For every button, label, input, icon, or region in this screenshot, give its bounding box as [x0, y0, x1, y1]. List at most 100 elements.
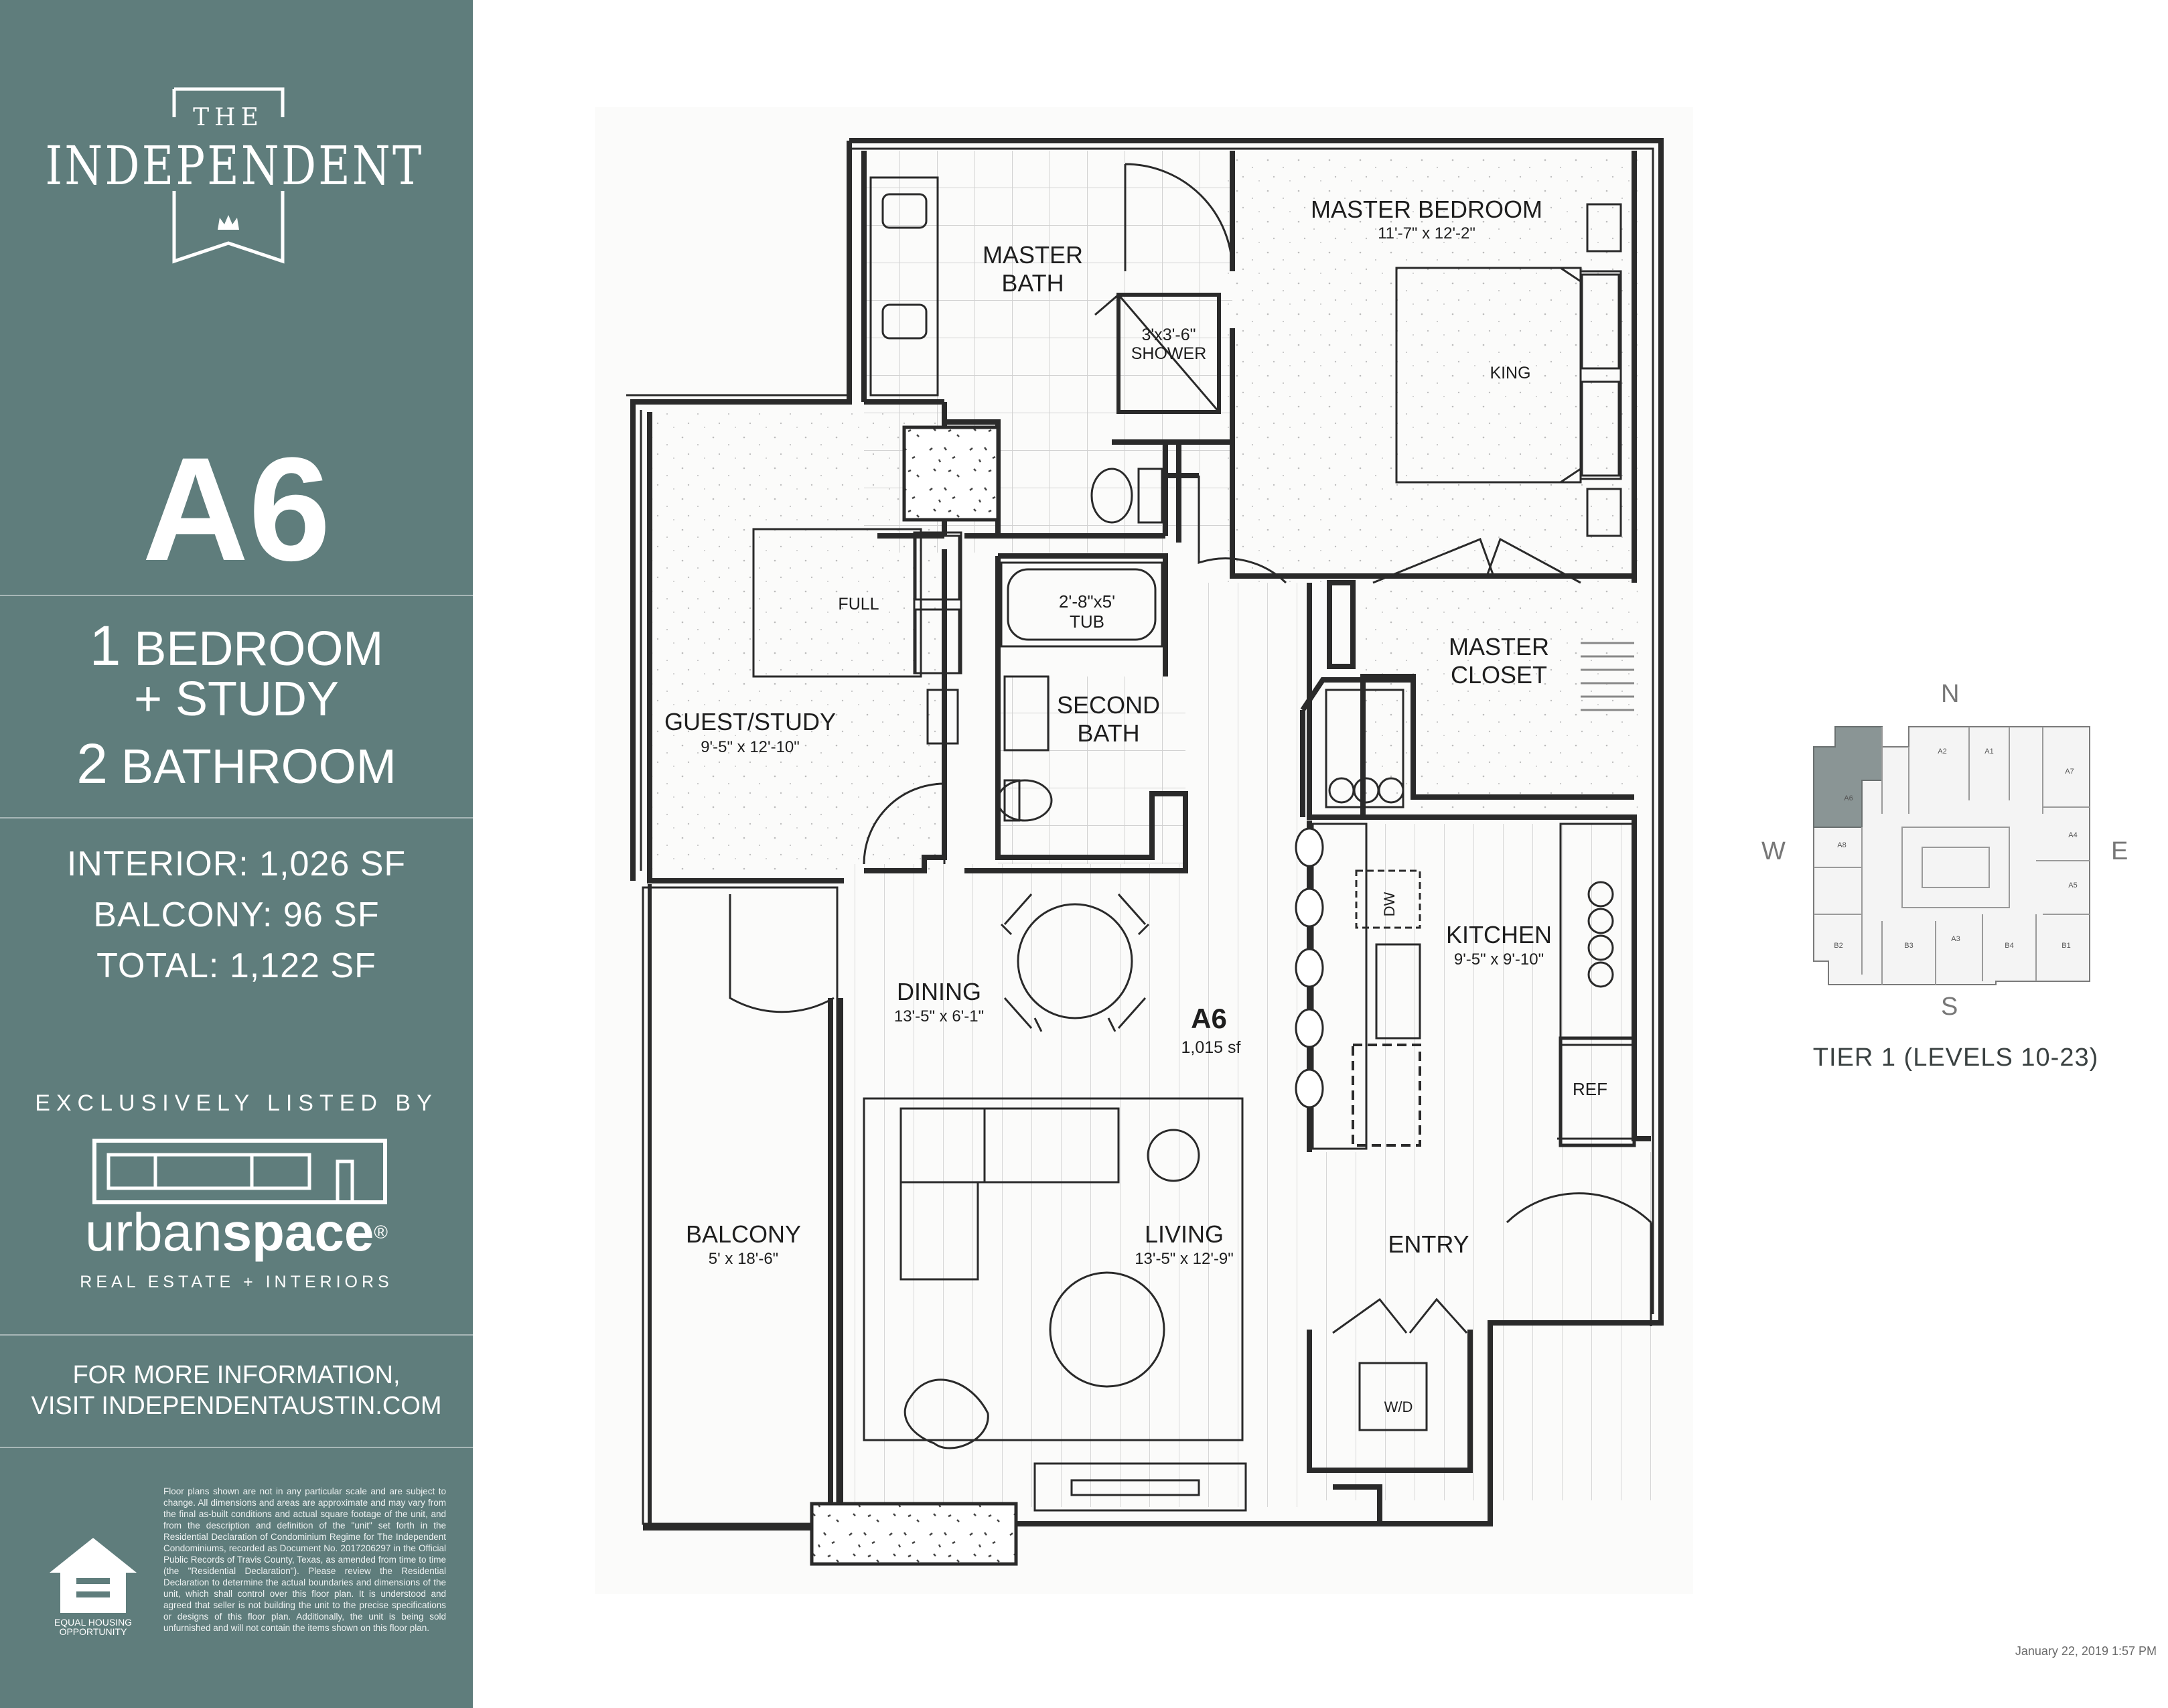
urbanspace-wordmark: urbanspace®: [84, 1202, 388, 1262]
urbanspace-tagline: REAL ESTATE + INTERIORS: [80, 1273, 393, 1291]
hall-floor: [1189, 583, 1309, 871]
master-closet-label-2: CLOSET: [1451, 661, 1547, 689]
bedroom-count: 1: [89, 614, 121, 677]
bed-full-label: FULL: [838, 595, 879, 614]
interior-area: INTERIOR: 1,026 SF: [66, 845, 407, 883]
unit-plan-label: A6: [1191, 1003, 1227, 1034]
bedroom-line: 1 BEDROOM: [0, 618, 473, 676]
svg-text:INDEPENDENT: INDEPENDENT: [46, 135, 424, 197]
the-independent-logo: THE INDEPENDENT: [46, 87, 424, 264]
total-area: TOTAL: 1,122 SF: [96, 946, 376, 985]
dishwasher-label: DW: [1381, 892, 1398, 916]
master-bath-label-1: MASTER: [983, 241, 1083, 269]
living-label: LIVING: [1145, 1220, 1224, 1248]
svg-text:THE: THE: [193, 104, 264, 131]
washer-dryer: [1358, 1362, 1428, 1431]
svg-text:B4: B4: [2005, 942, 2013, 950]
second-bath-label-1: SECOND: [1057, 691, 1160, 719]
unit-plan-sf: 1,015 sf: [1181, 1038, 1241, 1057]
doors: [729, 163, 1652, 1334]
shower-label: SHOWER: [1131, 344, 1207, 363]
equal-housing-icon: [50, 1538, 137, 1613]
unit-code: A6: [142, 427, 331, 591]
second-bath-label-2: BATH: [1077, 719, 1139, 747]
window-lines: [626, 147, 1654, 1314]
bedroom-label: BEDROOM: [134, 622, 384, 676]
eho-line1: EQUAL HOUSING: [54, 1617, 133, 1628]
tub-size: 2'-8"x5': [1059, 591, 1115, 612]
living-furniture: [863, 1097, 1247, 1512]
balcony-outline: [642, 884, 851, 1531]
svg-text:A5: A5: [2068, 881, 2077, 889]
master-bedroom-furniture: [1395, 203, 1622, 537]
eho-line2: OPPORTUNITY: [59, 1626, 127, 1637]
master-bath-label-2: BATH: [1001, 269, 1064, 297]
kitchen-dim: 9'-5" x 9'-10": [1454, 950, 1544, 969]
guest-study-dim: 9'-5" x 12'-10": [701, 738, 800, 756]
bar-stools: [1295, 827, 1324, 1109]
room-labels: MASTER BATH 3'x3'-6" SHOWER MASTER BEDRO…: [664, 196, 1607, 1415]
bath-label: BATHROOM: [121, 740, 396, 794]
crown-icon: [218, 215, 239, 230]
svg-text:A8: A8: [1837, 841, 1846, 849]
divider: [0, 817, 473, 819]
svg-text:A7: A7: [2065, 768, 2074, 776]
balcony-label: BALCONY: [686, 1220, 801, 1248]
balcony-area: BALCONY: 96 SF: [93, 896, 380, 934]
shower-size: 3'x3'-6": [1142, 326, 1196, 344]
master-bedroom-floor: [1226, 151, 1638, 583]
key-plan-unit-labels: A2 A1 A7 A4 A5 B1 A6 A8 B2 B3 B4 A3: [1834, 748, 2077, 950]
svg-text:B3: B3: [1904, 942, 1913, 950]
refrigerator-label: REF: [1573, 1079, 1607, 1099]
svg-text:A4: A4: [2068, 831, 2077, 839]
svg-text:A2: A2: [1938, 748, 1946, 756]
bath-count: 2: [76, 732, 109, 795]
dining-table: [1000, 894, 1150, 1032]
bed-king-label: KING: [1490, 364, 1530, 382]
tub-label: TUB: [1070, 612, 1104, 632]
urbanspace-logo-mark: [92, 1139, 387, 1204]
svg-text:A1: A1: [1984, 748, 1993, 756]
stone-counter: [902, 425, 1000, 522]
more-info-line1: FOR MORE INFORMATION,: [72, 1361, 401, 1389]
key-plan: A2 A1 A7 A4 A5 B1 A6 A8 B2 B3 B4 A3: [1813, 726, 2090, 985]
divider: [0, 1447, 473, 1448]
washer-dryer-label: W/D: [1384, 1399, 1413, 1415]
tier-label: TIER 1 (LEVELS 10-23): [1812, 1044, 2099, 1072]
kitchen-label: KITCHEN: [1446, 921, 1552, 948]
guest-furniture: [752, 528, 962, 745]
living-floor: [851, 864, 1309, 1507]
more-info: FOR MORE INFORMATION, VISIT INDEPENDENTA…: [0, 1360, 473, 1421]
master-closet-floor: [1363, 589, 1638, 810]
svg-text:B1: B1: [2062, 942, 2070, 950]
compass-north: N: [1941, 680, 1960, 708]
compass-west: W: [1761, 837, 1786, 865]
closet-fixtures: [1325, 642, 1634, 808]
master-bedroom-dim: 11'-7" x 12'-2": [1378, 224, 1475, 242]
master-bath-fixtures: [869, 176, 1221, 524]
master-bedroom-label: MASTER BEDROOM: [1311, 196, 1542, 223]
compass-south: S: [1941, 993, 1958, 1021]
divider: [0, 595, 473, 596]
master-closet-label-1: MASTER: [1449, 633, 1549, 660]
entry-floor: [1309, 1152, 1651, 1500]
divider: [0, 1334, 473, 1336]
equal-housing-badge: EQUAL HOUSING OPPORTUNITY: [43, 1534, 143, 1636]
more-info-website[interactable]: VISIT INDEPENDENTAUSTIN.COM: [31, 1392, 442, 1420]
living-dim: 13'-5" x 12'-9": [1135, 1250, 1234, 1268]
listed-by-label: EXCLUSIVELY LISTED BY: [35, 1090, 438, 1116]
second-bath-fixtures: [997, 561, 1163, 822]
bath-line: 2 BATHROOM: [0, 735, 473, 794]
dining-dim: 13'-5" x 6'-1": [894, 1007, 984, 1025]
legal-disclaimer: Floor plans shown are not in any particu…: [163, 1486, 446, 1633]
entry-label: ENTRY: [1388, 1230, 1469, 1258]
info-sidebar: THE INDEPENDENT A6 1 BEDROOM + STUDY 2 B…: [0, 0, 473, 1708]
guest-study-label: GUEST/STUDY: [664, 708, 836, 735]
svg-text:B2: B2: [1834, 942, 1842, 950]
compass-east: E: [2111, 837, 2128, 865]
timestamp: January 22, 2019 1:57 PM: [2015, 1644, 2157, 1658]
walls: [630, 138, 1664, 1526]
balcony-dim: 5' x 18'-6": [709, 1250, 778, 1268]
svg-text:A6: A6: [1844, 794, 1853, 802]
